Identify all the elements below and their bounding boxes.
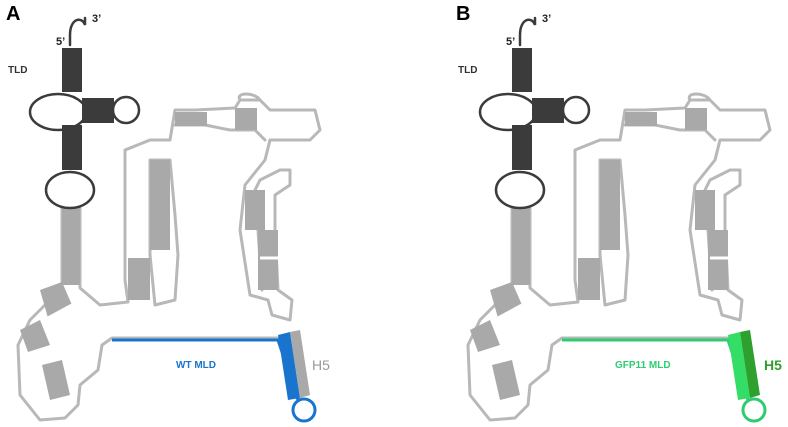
mld-label-b: GFP11 MLD xyxy=(615,360,671,371)
five-prime-label-b: 5’ xyxy=(506,36,515,48)
panel-label-a: A xyxy=(6,3,20,25)
rna-structure-a xyxy=(16,16,322,422)
h5-loop-b xyxy=(741,397,767,423)
five-prime-label-a: 5’ xyxy=(56,36,65,48)
mld-label-a: WT MLD xyxy=(176,360,216,371)
h5-label-a: H5 xyxy=(312,357,330,373)
three-prime-label-a: 3’ xyxy=(92,13,101,25)
panel-a: A 5’ 3’ TLD WT MLD H5 xyxy=(6,3,330,423)
three-prime-label-b: 3’ xyxy=(542,13,551,25)
h5-helix-a-light xyxy=(290,330,310,398)
panel-b: B 5’ 3’ TLD GFP11 MLD H5 xyxy=(456,3,782,423)
h5-loop-a xyxy=(291,397,317,423)
tld-label-b: TLD xyxy=(458,65,477,76)
h5-helix-b-dark xyxy=(740,330,760,398)
h5-helix-b xyxy=(728,332,750,400)
tld-label-a: TLD xyxy=(8,65,27,76)
panel-label-b: B xyxy=(456,3,470,25)
h5-helix-a xyxy=(278,332,300,400)
h5-label-b: H5 xyxy=(764,357,782,373)
